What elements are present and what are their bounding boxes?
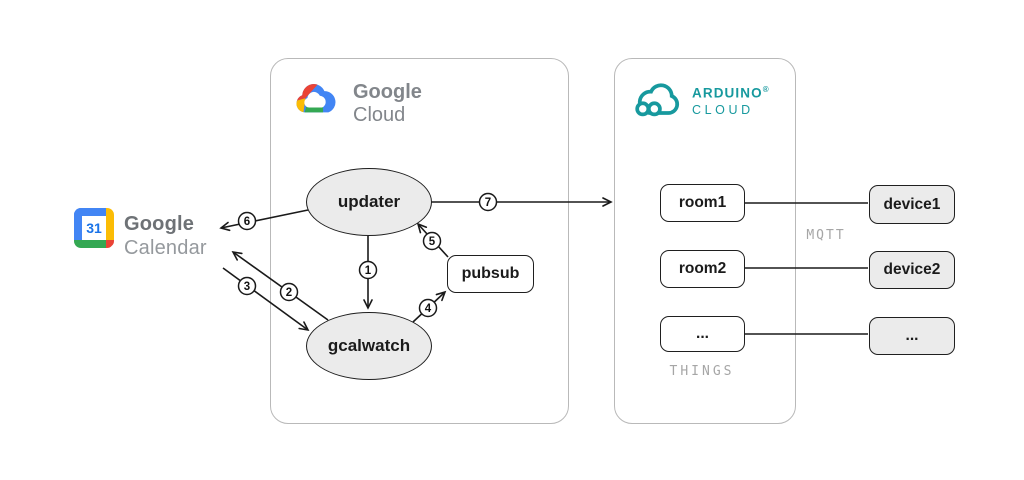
google-cloud-logo-line2: Cloud — [353, 104, 406, 126]
device-ellipsis-node: ... — [869, 317, 955, 355]
gcalwatch-label: gcalwatch — [327, 336, 411, 355]
edge-step-2 — [231, 250, 329, 321]
calendar-icon-day: 31 — [82, 216, 106, 240]
room-ellipsis-node: ... — [660, 316, 745, 352]
calendar-icon-blue-left — [74, 208, 82, 240]
svg-text:1: 1 — [365, 265, 372, 277]
room2-label: room2 — [678, 260, 727, 277]
device1-label: device1 — [883, 195, 941, 213]
device-ellipsis-label: ... — [905, 327, 919, 344]
calendar-icon-green — [74, 240, 106, 248]
edge-badge-2: 2 — [279, 282, 299, 302]
room1-node: room1 — [660, 184, 745, 222]
device2-label: device2 — [883, 261, 941, 278]
arduino-cloud-icon — [635, 83, 680, 117]
room2-node: room2 — [660, 250, 745, 288]
registered-mark: ® — [762, 85, 770, 95]
svg-text:6: 6 — [244, 216, 250, 228]
room1-label: room1 — [678, 194, 727, 211]
arduino-cloud-logo-text: ARDUINO® CLOUD — [692, 81, 770, 119]
calendar-icon-red-fold — [106, 240, 114, 248]
edge-badge-6: 6 — [237, 211, 257, 231]
room-ellipsis-label: ... — [696, 325, 709, 342]
edge-step-3 — [222, 267, 310, 332]
arduino-cloud-logo: ARDUINO® CLOUD — [633, 79, 770, 121]
device1-node: device1 — [869, 185, 955, 224]
svg-text:5: 5 — [429, 236, 436, 248]
svg-text:2: 2 — [286, 287, 292, 299]
google-cloud-logo-text: Google Cloud — [353, 81, 422, 127]
svg-text:3: 3 — [244, 281, 250, 293]
google-cloud-logo-line1: Google — [353, 81, 422, 103]
svg-text:4: 4 — [425, 303, 432, 315]
google-cloud-icon — [296, 84, 336, 113]
device2-node: device2 — [869, 251, 955, 289]
arduino-cloud-box: ARDUINO® CLOUD — [614, 58, 796, 424]
edge-badge-3: 3 — [237, 276, 257, 296]
gcalwatch-node: gcalwatch — [306, 312, 432, 380]
google-calendar-label-line2: Calendar — [124, 237, 207, 259]
edge-step-6 — [219, 209, 309, 232]
svg-text:7: 7 — [485, 197, 491, 209]
updater-label: updater — [337, 192, 401, 211]
edge-badge-1: 1 — [358, 260, 378, 280]
mqtt-protocol-label: MQTT — [806, 228, 846, 243]
google-calendar-label-line1: Google — [124, 213, 195, 235]
google-cloud-logo: Google Cloud — [293, 81, 422, 127]
calendar-icon-yellow — [106, 208, 114, 240]
edge-badge-5: 5 — [422, 231, 442, 251]
edge-badge-7: 7 — [478, 192, 498, 212]
google-calendar-icon: 31 — [74, 208, 114, 248]
calendar-icon-blue-top — [74, 208, 106, 216]
google-calendar-label: Google Calendar — [124, 212, 207, 260]
pubsub-node: pubsub — [447, 255, 534, 293]
updater-node: updater — [306, 168, 432, 236]
pubsub-label: pubsub — [461, 265, 520, 282]
arduino-logo-line2: CLOUD — [692, 102, 754, 117]
arduino-logo-line1: ARDUINO® — [692, 85, 770, 101]
things-group-label: THINGS — [669, 364, 735, 379]
edge-badge-4: 4 — [418, 298, 438, 318]
